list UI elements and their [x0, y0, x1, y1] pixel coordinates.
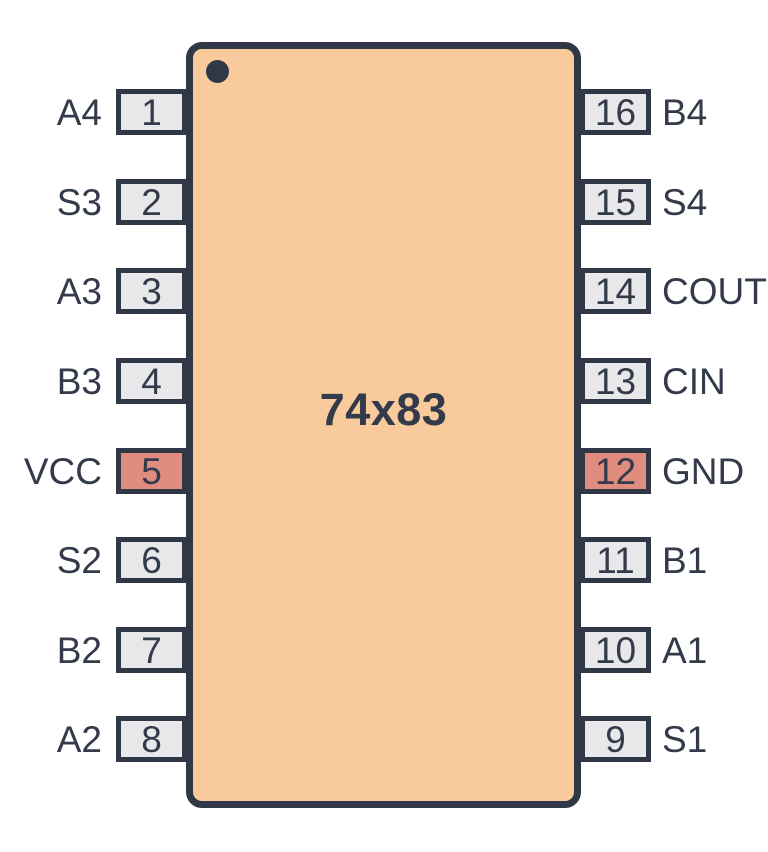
pin-number: 1 [141, 91, 162, 133]
pin-number: 14 [594, 270, 637, 312]
pin-name: B4 [662, 91, 708, 133]
pin-name: GND [662, 450, 745, 492]
pin-name: CIN [662, 360, 726, 402]
pin-number: 9 [605, 718, 626, 760]
pin-name: B1 [662, 539, 708, 581]
pin-box: 2 [116, 179, 187, 225]
pin-row-12: 12 GND [580, 448, 744, 494]
pin-box: 3 [116, 268, 187, 314]
pin-box: 1 [116, 89, 187, 135]
pin-box: 9 [580, 716, 651, 762]
pin-box: 16 [580, 89, 651, 135]
pin-name: S3 [56, 181, 102, 223]
pin-number: 3 [141, 270, 162, 312]
pin-row-3: A3 3 [0, 268, 187, 314]
pin-row-4: B3 4 [0, 358, 187, 404]
pin-row-10: 10 A1 [580, 627, 707, 673]
pin-box: 4 [116, 358, 187, 404]
pin-box: 14 [580, 268, 651, 314]
pin1-indicator-icon [206, 60, 229, 83]
pin-number: 6 [141, 539, 162, 581]
pin-name: A4 [56, 91, 102, 133]
pin-row-11: 11 B1 [580, 537, 707, 583]
pin-row-5: VCC 5 [0, 448, 187, 494]
pin-box: 5 [116, 448, 187, 494]
pin-row-9: 9 S1 [580, 716, 707, 762]
pin-name: A3 [56, 270, 102, 312]
pin-number: 5 [141, 450, 162, 492]
pin-row-7: B2 7 [0, 627, 187, 673]
pin-row-1: A4 1 [0, 89, 187, 135]
pin-box: 15 [580, 179, 651, 225]
pin-name: S1 [662, 718, 708, 760]
pin-row-16: 16 B4 [580, 89, 707, 135]
pin-box: 8 [116, 716, 187, 762]
pin-number: 4 [141, 360, 162, 402]
pin-box: 7 [116, 627, 187, 673]
pin-row-13: 13 CIN [580, 358, 726, 404]
pin-name: B3 [56, 360, 102, 402]
pin-name: S2 [56, 539, 102, 581]
pin-name: COUT [662, 270, 767, 312]
pin-number: 16 [594, 91, 637, 133]
pin-box: 6 [116, 537, 187, 583]
pin-number: 11 [596, 539, 635, 581]
pin-name: A2 [56, 718, 102, 760]
pin-row-2: S3 2 [0, 179, 187, 225]
pin-box: 10 [580, 627, 651, 673]
pin-number: 15 [594, 181, 637, 223]
chip-label: 74x83 [319, 384, 448, 435]
pin-row-15: 15 S4 [580, 179, 707, 225]
pin-box: 12 [580, 448, 651, 494]
pin-box: 11 [580, 537, 651, 583]
pin-name: A1 [662, 629, 708, 671]
pin-name: B2 [56, 629, 102, 671]
pin-number: 13 [594, 360, 637, 402]
pin-number: 2 [141, 181, 162, 223]
pin-number: 8 [141, 718, 162, 760]
pin-box: 13 [580, 358, 651, 404]
pin-row-14: 14 COUT [580, 268, 767, 314]
pin-name: S4 [662, 181, 708, 223]
pin-row-8: A2 8 [0, 716, 187, 762]
pin-name: VCC [23, 450, 102, 492]
pin-number: 12 [594, 450, 637, 492]
pin-number: 10 [594, 629, 637, 671]
chip-body: 74x83 [186, 42, 581, 808]
pin-number: 7 [141, 629, 162, 671]
pin-row-6: S2 6 [0, 537, 187, 583]
